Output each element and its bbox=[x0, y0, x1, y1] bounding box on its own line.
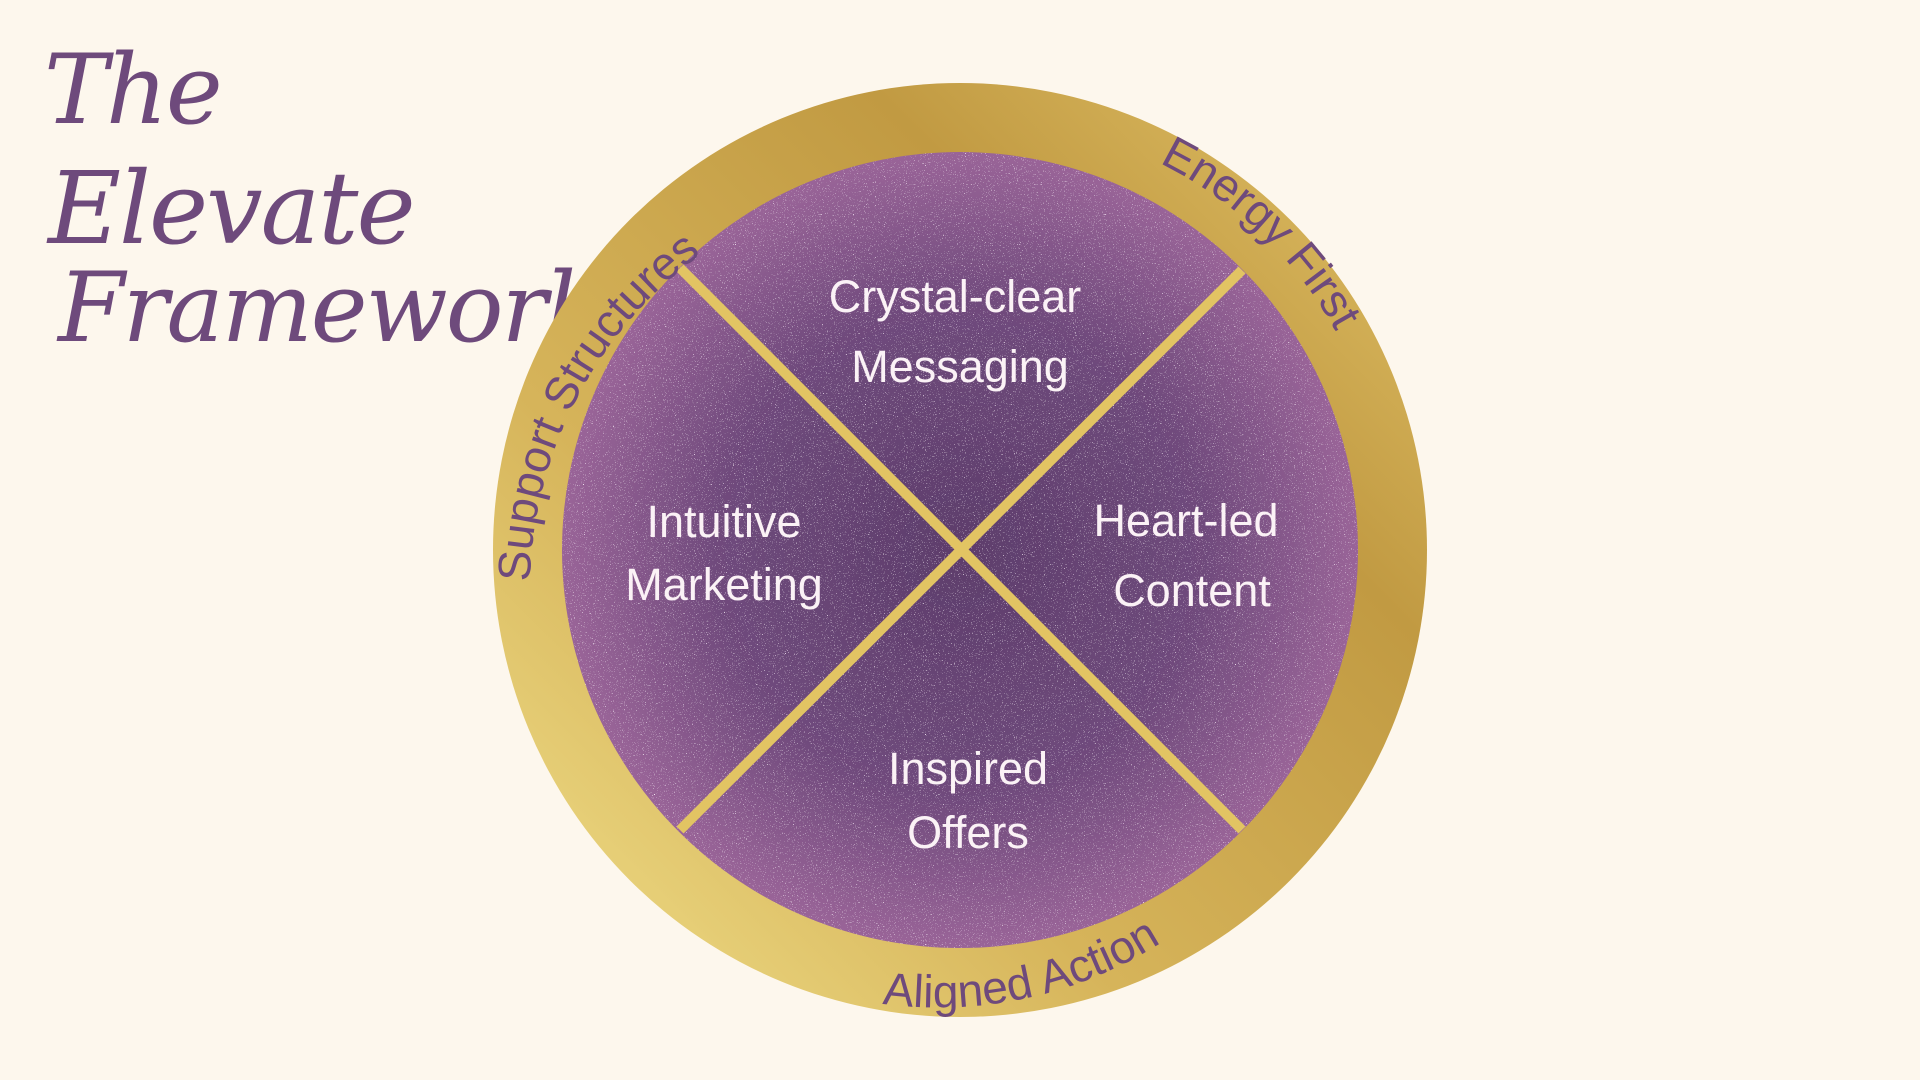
quadrant-top-line1: Crystal-clear bbox=[829, 271, 1082, 322]
quadrant-left-line1: Intuitive bbox=[646, 496, 801, 547]
quadrant-left-line2: Marketing bbox=[625, 559, 823, 610]
divider-line-2 bbox=[676, 266, 1246, 834]
quadrant-right-line1: Heart-led bbox=[1093, 495, 1278, 546]
title-the: The bbox=[44, 34, 223, 146]
title-framework: Framework bbox=[58, 252, 604, 364]
quadrant-bottom-line1: Inspired bbox=[888, 743, 1048, 794]
quadrant-right-line2: Content bbox=[1113, 565, 1271, 616]
title-elevate: Elevate bbox=[48, 150, 416, 267]
quadrant-top-line2: Messaging bbox=[851, 341, 1069, 392]
quadrant-bottom-line2: Offers bbox=[907, 807, 1029, 858]
